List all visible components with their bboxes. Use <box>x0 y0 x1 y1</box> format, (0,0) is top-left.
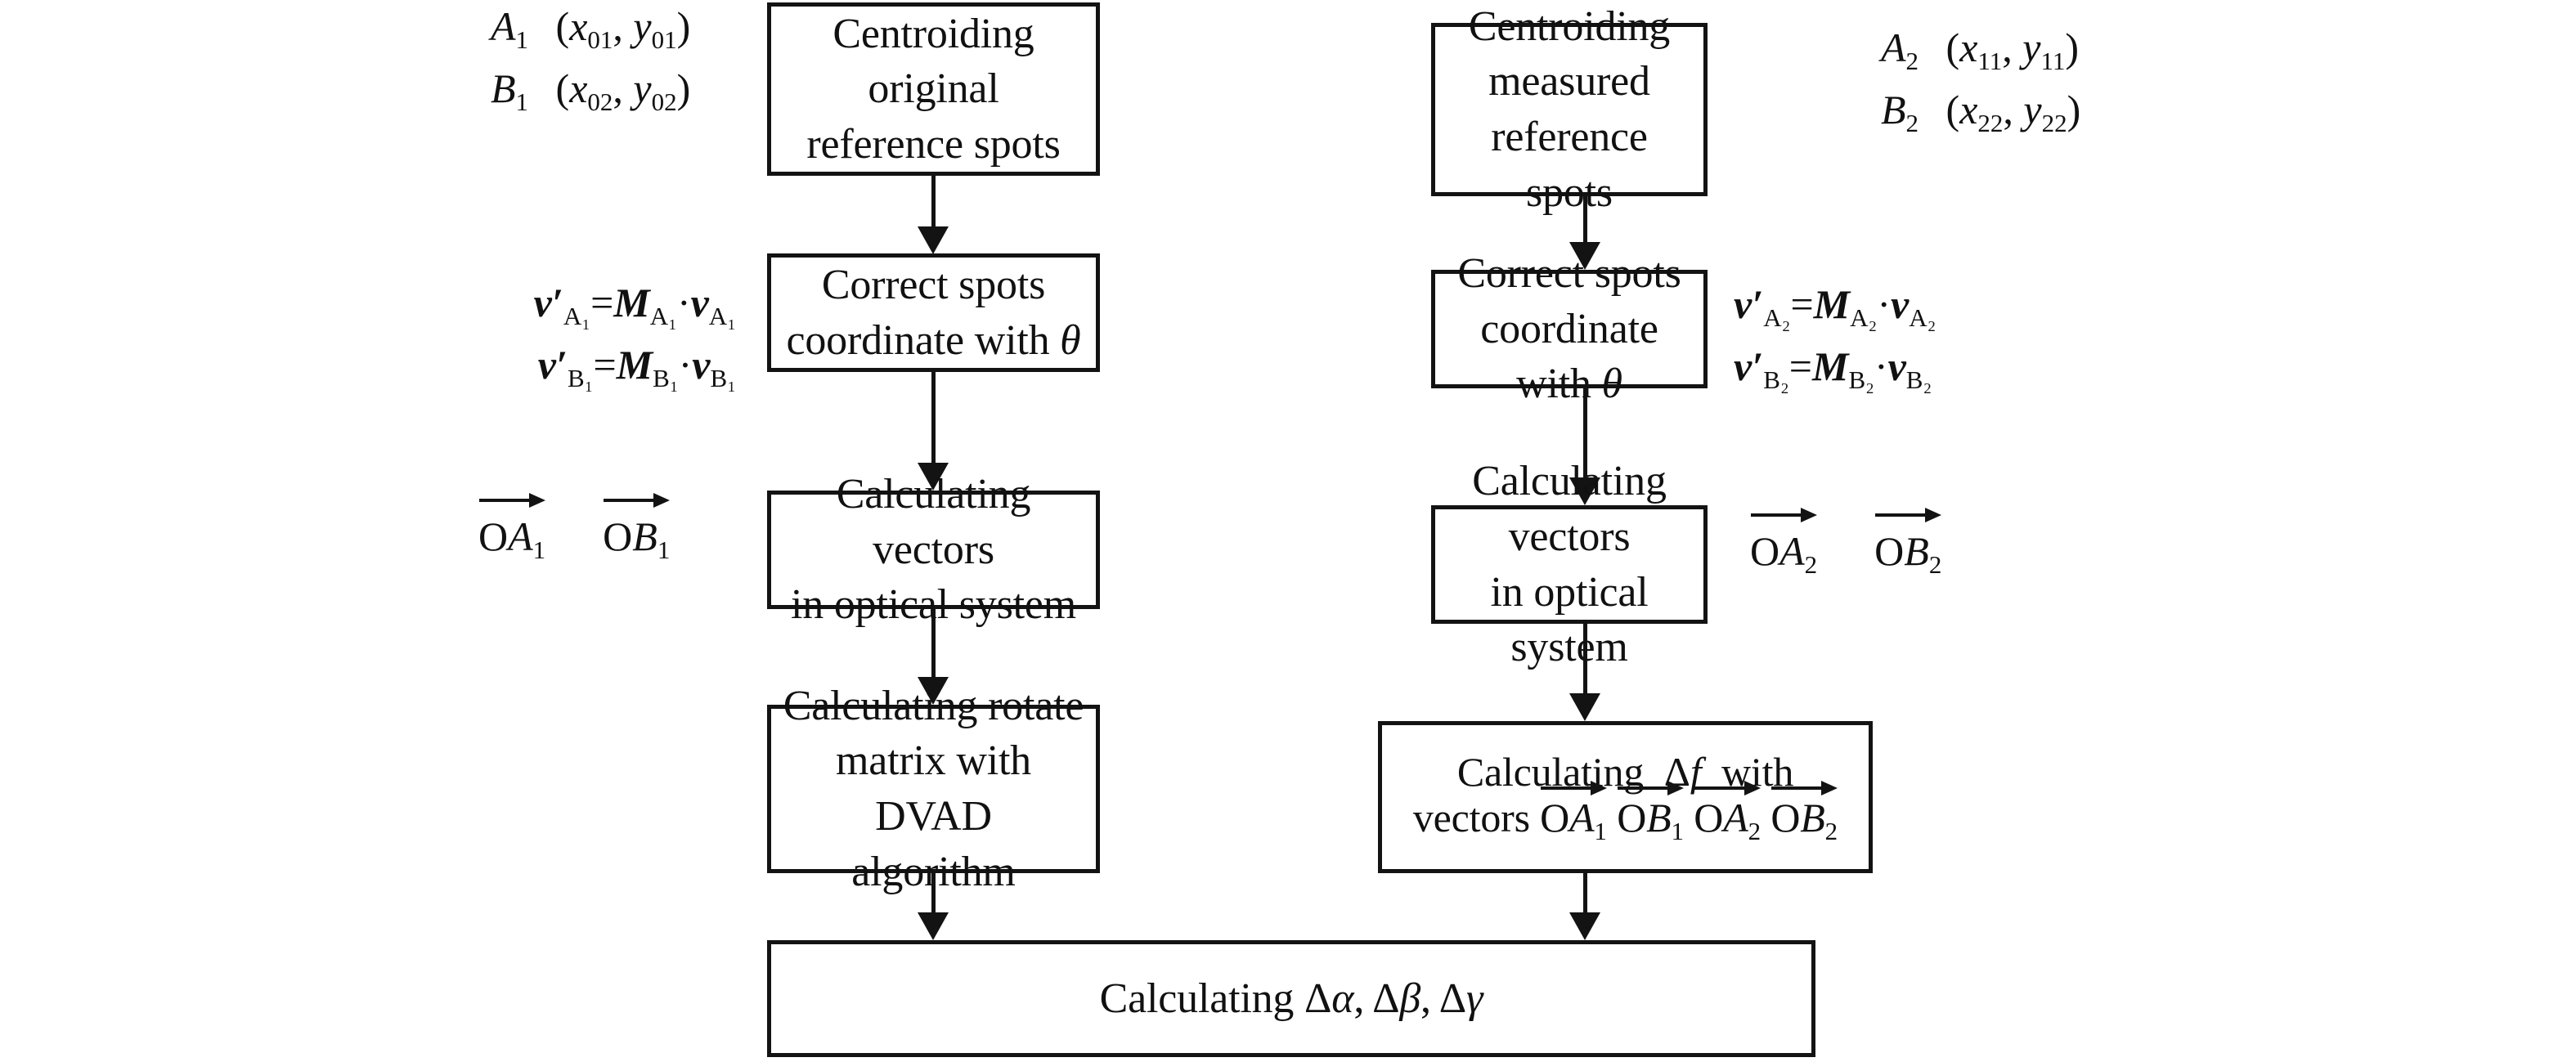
box-line-2: original <box>868 65 999 113</box>
box-line-1: Correct spots <box>1457 250 1681 298</box>
box-centroiding-measured[interactable]: Centroiding measured reference spots <box>1431 3 1708 216</box>
connector-right-2 <box>1583 388 1587 477</box>
box-calculating-delta-f-label: Calculating Δf with vectors OA1 OB1 OA2 … <box>1405 749 1846 846</box>
arrowhead-right-3 <box>1569 693 1600 721</box>
right-spots-annotation: A2 (x11, y11) B2 (x22, y22) <box>1881 18 2080 142</box>
right-spot-a-label: A2 (x11, y11) <box>1881 25 2079 75</box>
left-equations-annotation: v′A₁=MA₁·vA₁ v′B₁=MB₁·vB₁ <box>278 273 736 397</box>
box-centroiding-original[interactable]: Centroiding original reference spots <box>767 2 1100 176</box>
arrowhead-right-1 <box>1569 242 1600 270</box>
box-line-3: reference spots <box>1491 114 1648 216</box>
box-line-3: reference spots <box>806 120 1061 168</box>
connector-left-4 <box>931 873 936 912</box>
right-equations-annotation: v′A₂=MA₂·vA₂ v′B₂=MB₂·vB₂ <box>1734 275 1936 399</box>
vector-oa2: OA2 <box>1750 508 1818 584</box>
connector-right-4 <box>1583 873 1587 912</box>
arrowhead-left-4 <box>918 912 949 940</box>
right-vectors-annotation: OA2 OB2 <box>1750 508 1942 584</box>
vector-ob1: OB1 <box>603 493 671 569</box>
box-correct-spots-theta-2-label: Correct spots coordinate with θ <box>1435 246 1703 412</box>
vector-ob1-inline: OB1 <box>1617 780 1684 846</box>
connector-right-3 <box>1583 624 1587 693</box>
box-line-1: Calculating vectors <box>836 471 1031 573</box>
connector-left-1 <box>931 176 936 226</box>
box-line-1: Correct spots <box>821 261 1046 308</box>
arrowhead-right-4 <box>1569 912 1600 940</box>
delta-f-line-2: vectors OA1 OB1 OA2 OB2 <box>1413 780 1838 846</box>
left-spot-a-label: A1 (x01, y01) <box>491 3 691 54</box>
arrowhead-left-3 <box>918 677 949 705</box>
connector-left-3 <box>931 609 936 677</box>
vector-oa2-inline: OA2 <box>1694 780 1761 846</box>
left-equation-b: v′B₁=MB₁·vB₁ <box>537 341 736 392</box>
left-equation-a: v′A₁=MA₁·vA₁ <box>533 280 736 330</box>
box-line-1: Calculating vectors <box>1472 458 1667 560</box>
box-line-2: coordinate with θ <box>786 316 1081 364</box>
box-line-2: coordinate with θ <box>1480 305 1658 408</box>
vector-oa1: OA1 <box>478 493 546 569</box>
left-vectors-annotation: OA1 OB1 <box>478 493 671 569</box>
right-equation-b: v′B₂=MB₂·vB₂ <box>1734 343 1932 394</box>
left-spots-annotation: A1 (x01, y01) B1 (x02, y02) <box>491 0 690 121</box>
arrowhead-left-2 <box>918 463 949 491</box>
box-line-2: in optical system <box>1490 568 1649 671</box>
box-line-1: Centroiding <box>832 10 1034 57</box>
box-correct-spots-theta-1-label: Correct spots coordinate with θ <box>778 258 1088 368</box>
box-calculating-delta-f[interactable]: Calculating Δf with vectors OA1 OB1 OA2 … <box>1378 721 1873 873</box>
result-prefix: Calculating <box>1099 975 1304 1022</box>
vector-oa1-inline: OA1 <box>1540 780 1607 846</box>
box-line-1: Centroiding <box>1468 2 1671 50</box>
box-correct-spots-theta-2[interactable]: Correct spots coordinate with θ <box>1431 250 1708 407</box>
vector-ob2-inline: OB2 <box>1770 780 1838 846</box>
box-calculating-delta-angles-label: Calculating Δα, Δβ, Δγ <box>1099 975 1483 1022</box>
right-spot-b-label: B2 (x22, y22) <box>1881 86 2081 137</box>
left-spot-b-label: B1 (x02, y02) <box>491 65 691 116</box>
right-equation-a: v′A₂=MA₂·vA₂ <box>1734 281 1936 332</box>
connector-left-2 <box>931 372 936 463</box>
box-correct-spots-theta-1[interactable]: Correct spots coordinate with θ <box>767 253 1100 372</box>
box-calculating-delta-angles[interactable]: Calculating Δα, Δβ, Δγ <box>767 940 1815 1057</box>
vector-ob2: OB2 <box>1874 508 1942 584</box>
box-line-1: Calculating rotate <box>783 682 1084 729</box>
box-line-2: matrix with DVAD <box>836 737 1031 840</box>
box-line-2: measured <box>1488 58 1650 105</box>
box-centroiding-measured-label: Centroiding measured reference spots <box>1435 0 1703 220</box>
arrowhead-left-1 <box>918 226 949 254</box>
box-centroiding-original-label: Centroiding original reference spots <box>798 7 1068 173</box>
arrowhead-right-2 <box>1569 477 1600 505</box>
connector-right-1 <box>1583 196 1587 242</box>
